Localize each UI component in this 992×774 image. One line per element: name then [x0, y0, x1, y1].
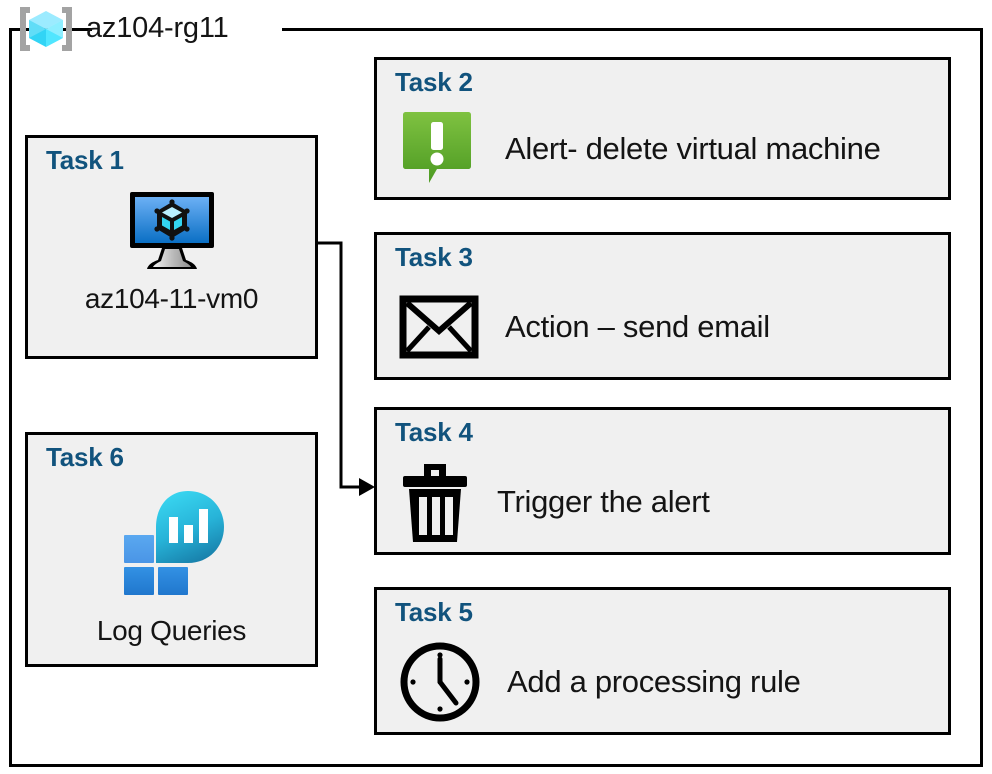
card-task-4[interactable]: Task 4 Trigger the alert [374, 407, 951, 555]
clock-icon [399, 641, 481, 723]
card-title: Task 3 [395, 242, 473, 272]
card-caption: Log Queries [96, 615, 247, 646]
card-title: Task 4 [395, 417, 473, 447]
card-task-3[interactable]: Task 3 Action – send email [374, 232, 951, 380]
resource-group-name: az104-rg11 [86, 11, 229, 44]
trash-can-icon [399, 460, 471, 544]
card-label: Trigger the alert [497, 484, 710, 519]
resource-group-label-gap [92, 20, 282, 36]
resource-group-frame [9, 28, 983, 767]
card-task-6[interactable]: Task 6 [25, 432, 318, 667]
card-task-5[interactable]: Task 5 Add a processing rule [374, 587, 951, 735]
card-title: Task 6 [46, 442, 124, 472]
card-title: Task 2 [395, 67, 473, 97]
card-title: Task 1 [46, 145, 124, 175]
resource-group-icon [14, 3, 78, 55]
card-label: Add a processing rule [507, 664, 801, 699]
icon-slot [28, 487, 315, 599]
card-label: Alert- delete virtual machine [505, 131, 881, 166]
resource-group-header: az104-rg11 [14, 2, 229, 56]
card-row: Action – send email [399, 287, 934, 367]
alert-exclamation-icon [399, 109, 479, 189]
card-title: Task 5 [395, 597, 473, 627]
icon-slot [28, 188, 315, 274]
card-row: Alert- delete virtual machine [399, 109, 934, 189]
virtual-machine-icon [124, 188, 220, 274]
card-caption: az104-11-vm0 [84, 283, 259, 314]
card-task-2[interactable]: Task 2 Alert- delete virtual machine [374, 57, 951, 200]
log-analytics-icon [116, 487, 228, 599]
card-row: Add a processing rule [399, 640, 934, 724]
envelope-icon [399, 295, 479, 359]
card-task-1[interactable]: Task 1 [25, 135, 318, 359]
card-row: Trigger the alert [399, 460, 934, 544]
card-label: Action – send email [505, 309, 770, 344]
